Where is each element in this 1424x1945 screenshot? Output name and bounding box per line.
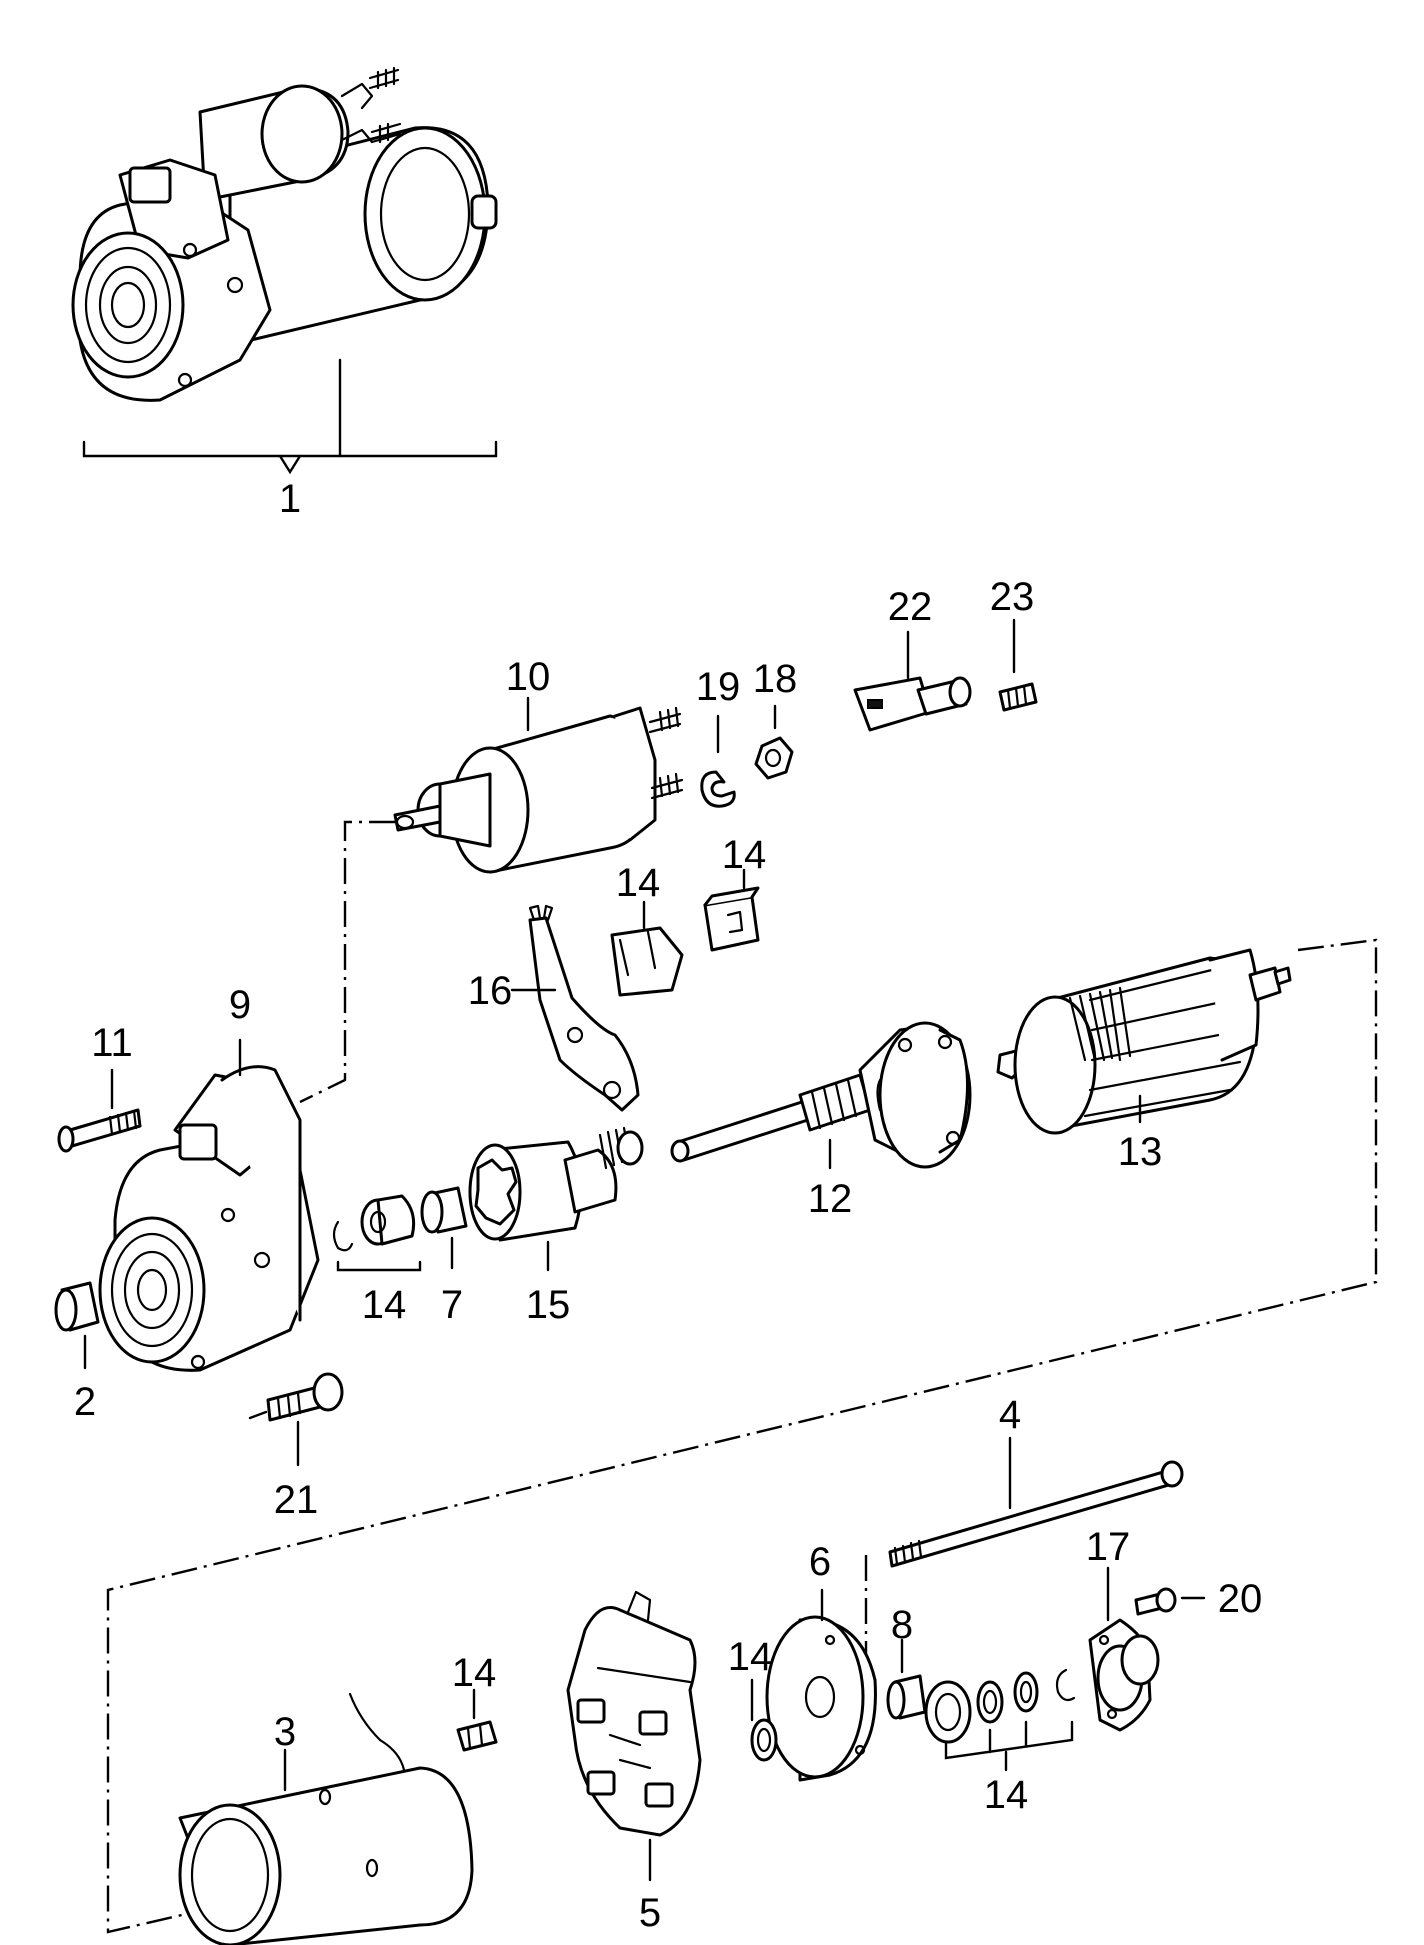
brush-kit-14b (610, 900, 684, 997)
block-14c (703, 868, 760, 952)
callout-20: 20 (1218, 1577, 1263, 1621)
pinion-drive-15 (468, 1126, 644, 1272)
callout-8: 8 (891, 1603, 913, 1647)
connector-22 (853, 630, 972, 732)
assembly-lines (106, 820, 1378, 1934)
lock-washer-19 (700, 714, 736, 808)
brush-holder-5 (566, 1590, 702, 1882)
screw-21 (248, 1372, 344, 1467)
stator-housing-3 (178, 1692, 474, 1945)
screw-23 (998, 618, 1038, 712)
callout-5: 5 (639, 1891, 661, 1935)
callout-17: 17 (1086, 1525, 1131, 1569)
bushing-8 (886, 1638, 927, 1720)
armature-13 (996, 948, 1292, 1135)
callout-10: 10 (506, 655, 551, 699)
callout-14e: 14 (728, 1635, 773, 1679)
callout-7: 7 (441, 1283, 463, 1327)
through-bolt-4 (888, 1436, 1184, 1568)
callout-23: 23 (990, 575, 1035, 619)
callout-14b: 14 (616, 861, 661, 905)
callout-13: 13 (1118, 1130, 1163, 1174)
end-shield-6 (765, 1588, 877, 1782)
bolt-11 (57, 1068, 142, 1153)
starter-assembly (71, 66, 498, 475)
callout-14a: 14 (362, 1283, 407, 1327)
callout-4: 4 (999, 1393, 1021, 1437)
callout-18: 18 (753, 657, 798, 701)
engaging-lever-16 (510, 904, 640, 1112)
screw-20 (1134, 1587, 1206, 1616)
bushing-7 (420, 1186, 468, 1270)
callout-16: 16 (468, 969, 513, 1013)
callout-22: 22 (888, 585, 933, 629)
clip-14f (456, 1688, 498, 1752)
callout-15: 15 (526, 1283, 571, 1327)
nut-18 (754, 704, 794, 780)
end-cap-17 (1088, 1566, 1160, 1732)
callout-21: 21 (274, 1478, 319, 1522)
callout-19: 19 (696, 665, 741, 709)
drive-shaft-12 (670, 1021, 972, 1170)
washer-set-14d (924, 1668, 1076, 1772)
callout-12: 12 (808, 1177, 853, 1221)
callout-14f: 14 (452, 1651, 497, 1695)
washer-14e (750, 1678, 778, 1762)
callout-14c: 14 (722, 833, 767, 877)
callout-3: 3 (274, 1710, 296, 1754)
callout-1: 1 (279, 477, 301, 521)
callout-6: 6 (809, 1540, 831, 1584)
drive-end-bracket (98, 1038, 320, 1372)
callout-11: 11 (91, 1021, 133, 1065)
callout-2: 2 (74, 1380, 96, 1424)
bushing-2 (54, 1281, 100, 1370)
callout-9: 9 (229, 983, 251, 1027)
solenoid-10 (393, 696, 684, 874)
callout-14d: 14 (984, 1773, 1029, 1817)
bushing-set-14a (332, 1194, 422, 1272)
